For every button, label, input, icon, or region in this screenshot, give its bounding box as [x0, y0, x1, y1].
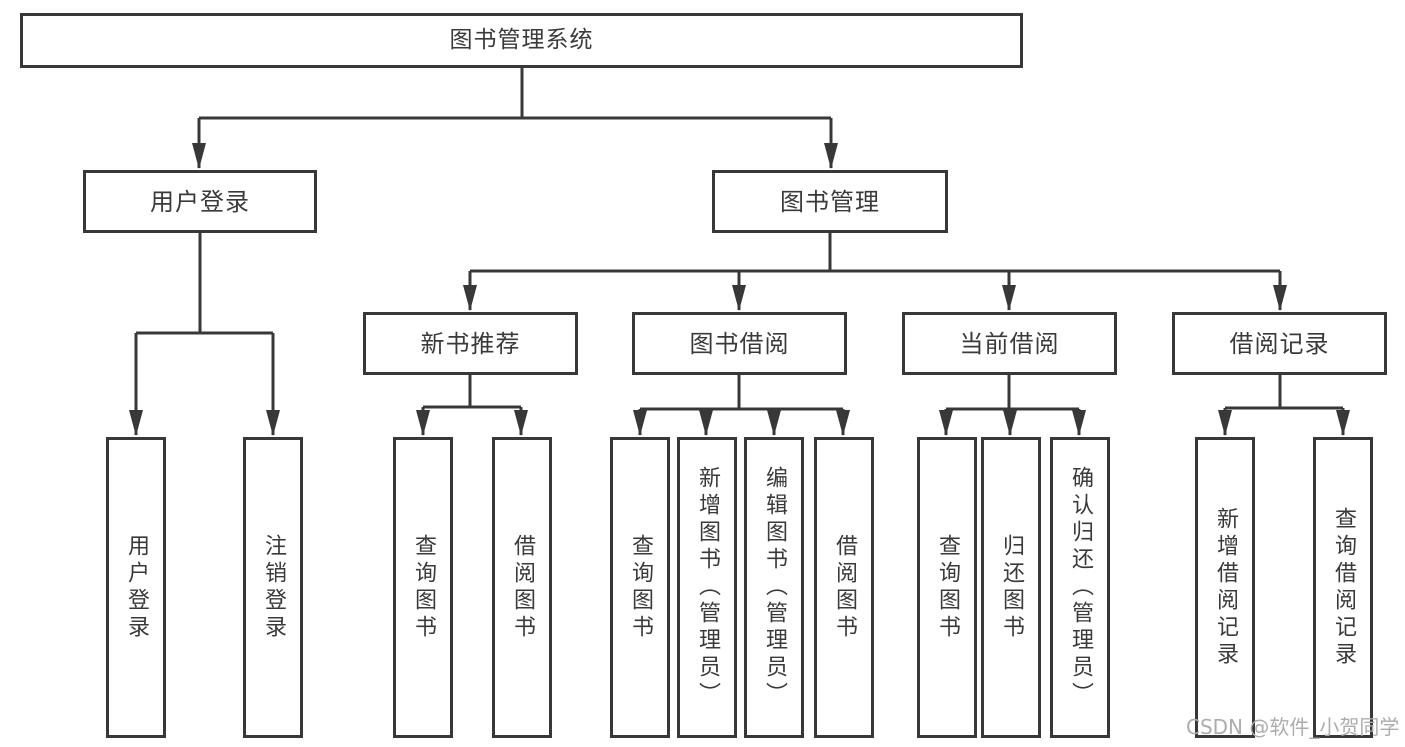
leaf-confirm-return-admin: 确认归还（管理员）	[1050, 437, 1110, 738]
node-current-borrow: 当前借阅	[902, 312, 1117, 375]
node-borrow-record: 借阅记录	[1172, 312, 1387, 375]
node-root: 图书管理系统	[20, 13, 1023, 68]
node-new-book-recommend: 新书推荐	[363, 312, 578, 375]
leaf-borrow-book-newbook: 借阅图书	[492, 437, 552, 738]
node-user-login: 用户登录	[83, 170, 317, 233]
leaf-return-book: 归还图书	[981, 437, 1041, 738]
leaf-edit-book-admin: 编辑图书（管理员）	[744, 437, 804, 738]
watermark: CSDN @软件_小贺同学	[1186, 715, 1400, 739]
leaf-query-book-newbook: 查询图书	[393, 437, 453, 738]
leaf-query-book-borrow: 查询图书	[610, 437, 670, 738]
leaf-add-book-admin: 新增图书（管理员）	[677, 437, 737, 738]
leaf-borrow-book-borrow: 借阅图书	[814, 437, 874, 738]
node-book-borrow: 图书借阅	[632, 312, 847, 375]
leaf-query-borrow-record: 查询借阅记录	[1313, 437, 1373, 738]
leaf-add-borrow-record: 新增借阅记录	[1195, 437, 1255, 738]
leaf-user-login: 用户登录	[106, 437, 166, 738]
leaf-query-book-current: 查询图书	[917, 437, 977, 738]
leaf-logout-login: 注销登录	[243, 437, 303, 738]
node-book-management: 图书管理	[712, 170, 948, 233]
